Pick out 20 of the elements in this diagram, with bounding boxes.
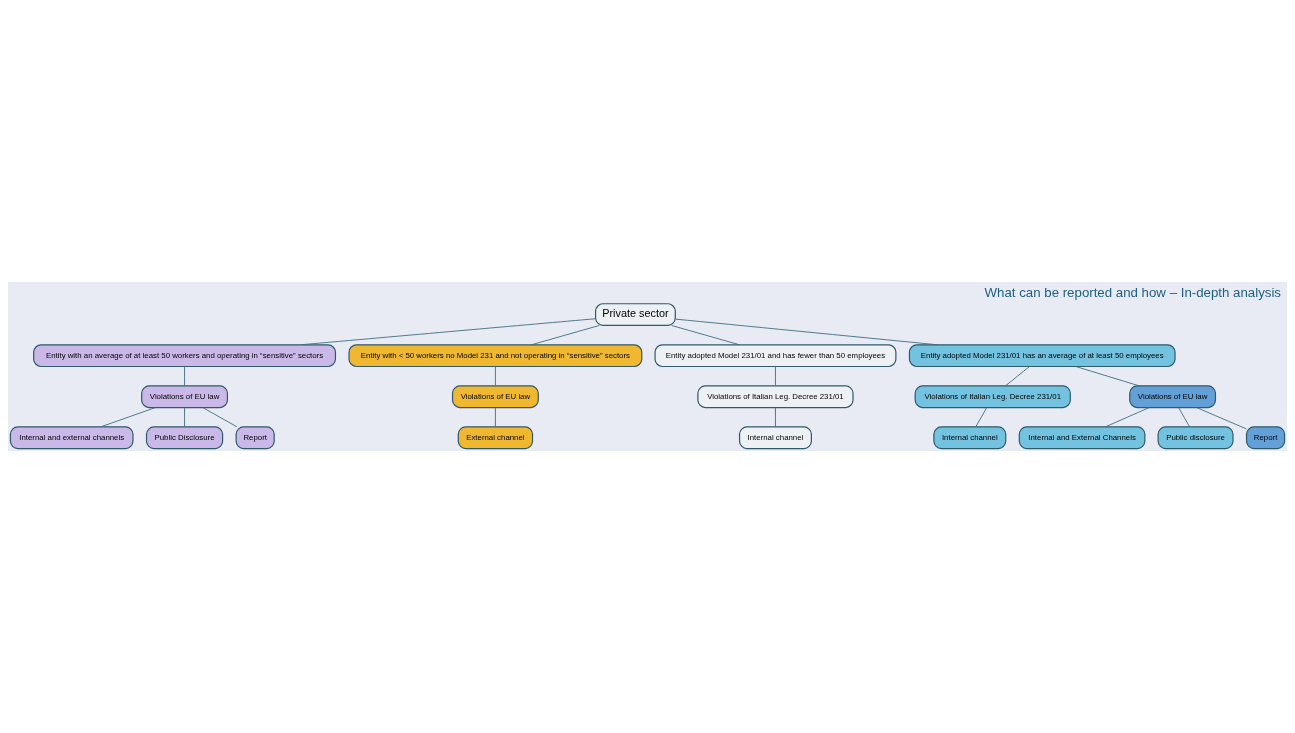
connector	[184, 407, 185, 428]
connector	[300, 318, 596, 346]
connector	[494, 366, 496, 386]
node-box: Private sector	[595, 303, 676, 327]
connector	[202, 407, 238, 428]
connector	[671, 325, 740, 346]
connector	[975, 407, 988, 428]
connector	[1005, 366, 1030, 387]
connector	[1105, 407, 1150, 428]
connector	[674, 318, 938, 346]
connector	[531, 325, 600, 346]
connector	[184, 366, 185, 386]
connector	[775, 366, 776, 386]
connector	[1178, 407, 1190, 428]
connector	[100, 407, 156, 428]
diagram-title: What can be reported and how – In-depth analysis	[984, 285, 1281, 301]
connector	[494, 407, 496, 428]
connector	[1196, 407, 1247, 430]
connector	[775, 407, 776, 428]
connector	[1075, 366, 1140, 387]
